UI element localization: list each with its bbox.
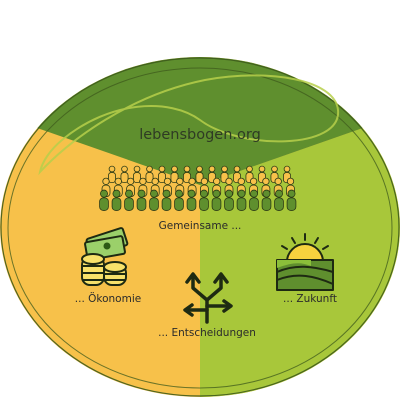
person-body — [261, 197, 272, 211]
person-head — [200, 177, 209, 185]
person-body — [274, 197, 284, 211]
person-head — [108, 165, 116, 173]
person-head — [150, 189, 158, 198]
person-head — [212, 189, 221, 198]
person-body — [124, 197, 134, 211]
person-head — [146, 165, 153, 173]
person-head — [162, 189, 171, 198]
person-head — [246, 165, 253, 173]
person-head — [137, 189, 146, 198]
economy-label: ... Ökonomie — [74, 293, 142, 305]
person-head — [163, 177, 172, 185]
person-head — [274, 177, 282, 185]
person-body — [199, 197, 209, 211]
person-head — [187, 189, 196, 198]
person-head — [112, 189, 121, 198]
person-head — [175, 189, 183, 198]
person-head — [262, 177, 270, 185]
person-body — [224, 197, 234, 211]
person-head — [183, 165, 191, 173]
crossroads-arrows-icon — [183, 272, 233, 324]
person-head — [100, 189, 108, 198]
person-head — [283, 165, 291, 173]
person-head — [133, 165, 141, 173]
decisions-label: ... Entscheidungen — [158, 327, 256, 339]
person-head — [176, 177, 184, 185]
person-head — [225, 189, 233, 198]
person-body — [99, 197, 109, 211]
person-head — [237, 177, 245, 185]
person-head — [171, 165, 178, 173]
brand-title: lebensbogen.org — [139, 127, 261, 143]
person-body — [286, 197, 297, 211]
person-body — [161, 197, 172, 211]
person-body — [145, 172, 154, 184]
person-body — [170, 172, 179, 184]
person-head — [286, 177, 295, 185]
person-head — [258, 165, 266, 173]
person-head — [196, 165, 203, 173]
person-body — [174, 197, 184, 211]
crowd-icon — [99, 165, 297, 211]
person-head — [102, 177, 110, 185]
sunrise-field-icon — [276, 233, 334, 291]
person-head — [158, 165, 166, 173]
person-body — [133, 172, 141, 184]
person-body — [108, 172, 116, 184]
person-body — [136, 197, 147, 211]
person-head — [200, 189, 208, 198]
person-head — [237, 189, 246, 198]
person-head — [233, 165, 241, 173]
person-body — [158, 172, 166, 184]
person-head — [249, 177, 258, 185]
person-head — [275, 189, 283, 198]
person-head — [188, 177, 196, 185]
person-head — [151, 177, 159, 185]
person-head — [125, 189, 133, 198]
person-head — [225, 177, 233, 185]
person-head — [208, 165, 216, 173]
person-head — [126, 177, 135, 185]
person-body — [111, 197, 122, 211]
person-head — [213, 177, 221, 185]
person-body — [120, 172, 129, 184]
person-body — [236, 197, 247, 211]
person-head — [121, 165, 128, 173]
inner-ring — [7, 67, 393, 389]
person-head — [221, 165, 228, 173]
future-label: ... Zukunft — [283, 293, 337, 305]
outer-ellipse — [0, 57, 400, 397]
money-stack-icon — [81, 227, 129, 286]
person-body — [211, 197, 222, 211]
person-head — [262, 189, 271, 198]
person-head — [250, 189, 258, 198]
person-head — [287, 189, 296, 198]
community-label: Gemeinsame ... — [158, 220, 242, 232]
swoosh-arc — [38, 74, 340, 176]
person-head — [114, 177, 122, 185]
person-body — [186, 197, 197, 211]
person-body — [249, 197, 259, 211]
person-body — [149, 197, 159, 211]
person-head — [271, 165, 278, 173]
top-sector — [0, 57, 400, 185]
person-head — [139, 177, 147, 185]
